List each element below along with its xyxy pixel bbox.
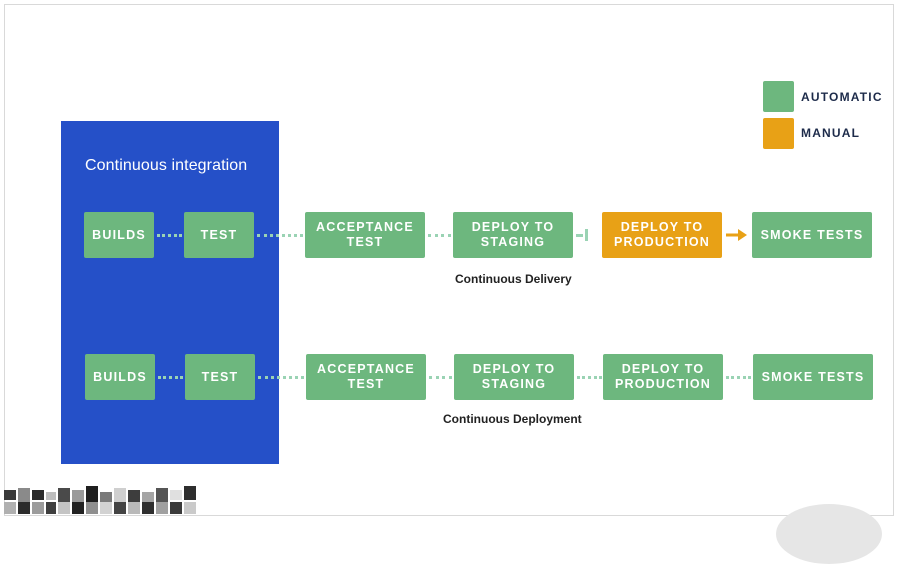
deployment-connector bbox=[577, 376, 602, 379]
legend-automatic-swatch bbox=[763, 81, 794, 112]
presenter-avatar bbox=[776, 504, 882, 564]
deployment-label: Continuous Deployment bbox=[443, 412, 582, 426]
deployment-deploy-staging-stage: DEPLOY TO STAGING bbox=[454, 354, 574, 400]
ci-title: Continuous integration bbox=[85, 157, 248, 174]
deployment-builds-stage: BUILDS bbox=[85, 354, 155, 400]
legend-manual-swatch bbox=[763, 118, 794, 149]
deployment-connector bbox=[429, 376, 452, 379]
deployment-acceptance-test-stage: ACCEPTANCE TEST bbox=[306, 354, 426, 400]
delivery-connector bbox=[157, 234, 182, 237]
delivery-smoke-tests-stage: SMOKE TESTS bbox=[752, 212, 872, 258]
manual-gate-marker bbox=[585, 229, 588, 241]
pixelated-watermark bbox=[4, 486, 196, 514]
legend-automatic-label: AUTOMATIC bbox=[801, 90, 883, 104]
delivery-connector bbox=[257, 234, 303, 237]
deployment-connector bbox=[258, 376, 304, 379]
delivery-connector bbox=[428, 234, 451, 237]
deployment-connector bbox=[158, 376, 183, 379]
deployment-deploy-production-stage: DEPLOY TO PRODUCTION bbox=[603, 354, 723, 400]
delivery-acceptance-test-stage: ACCEPTANCE TEST bbox=[305, 212, 425, 258]
delivery-test-stage: TEST bbox=[184, 212, 254, 258]
delivery-label: Continuous Delivery bbox=[455, 272, 572, 286]
deployment-test-stage: TEST bbox=[185, 354, 255, 400]
arrow-right-icon bbox=[726, 229, 747, 241]
delivery-builds-stage: BUILDS bbox=[84, 212, 154, 258]
deployment-smoke-tests-stage: SMOKE TESTS bbox=[753, 354, 873, 400]
ci-panel bbox=[61, 121, 279, 464]
delivery-deploy-production-stage: DEPLOY TO PRODUCTION bbox=[602, 212, 722, 258]
delivery-deploy-staging-stage: DEPLOY TO STAGING bbox=[453, 212, 573, 258]
delivery-connector bbox=[576, 234, 582, 237]
legend-manual-label: MANUAL bbox=[801, 126, 861, 140]
deployment-connector bbox=[726, 376, 751, 379]
